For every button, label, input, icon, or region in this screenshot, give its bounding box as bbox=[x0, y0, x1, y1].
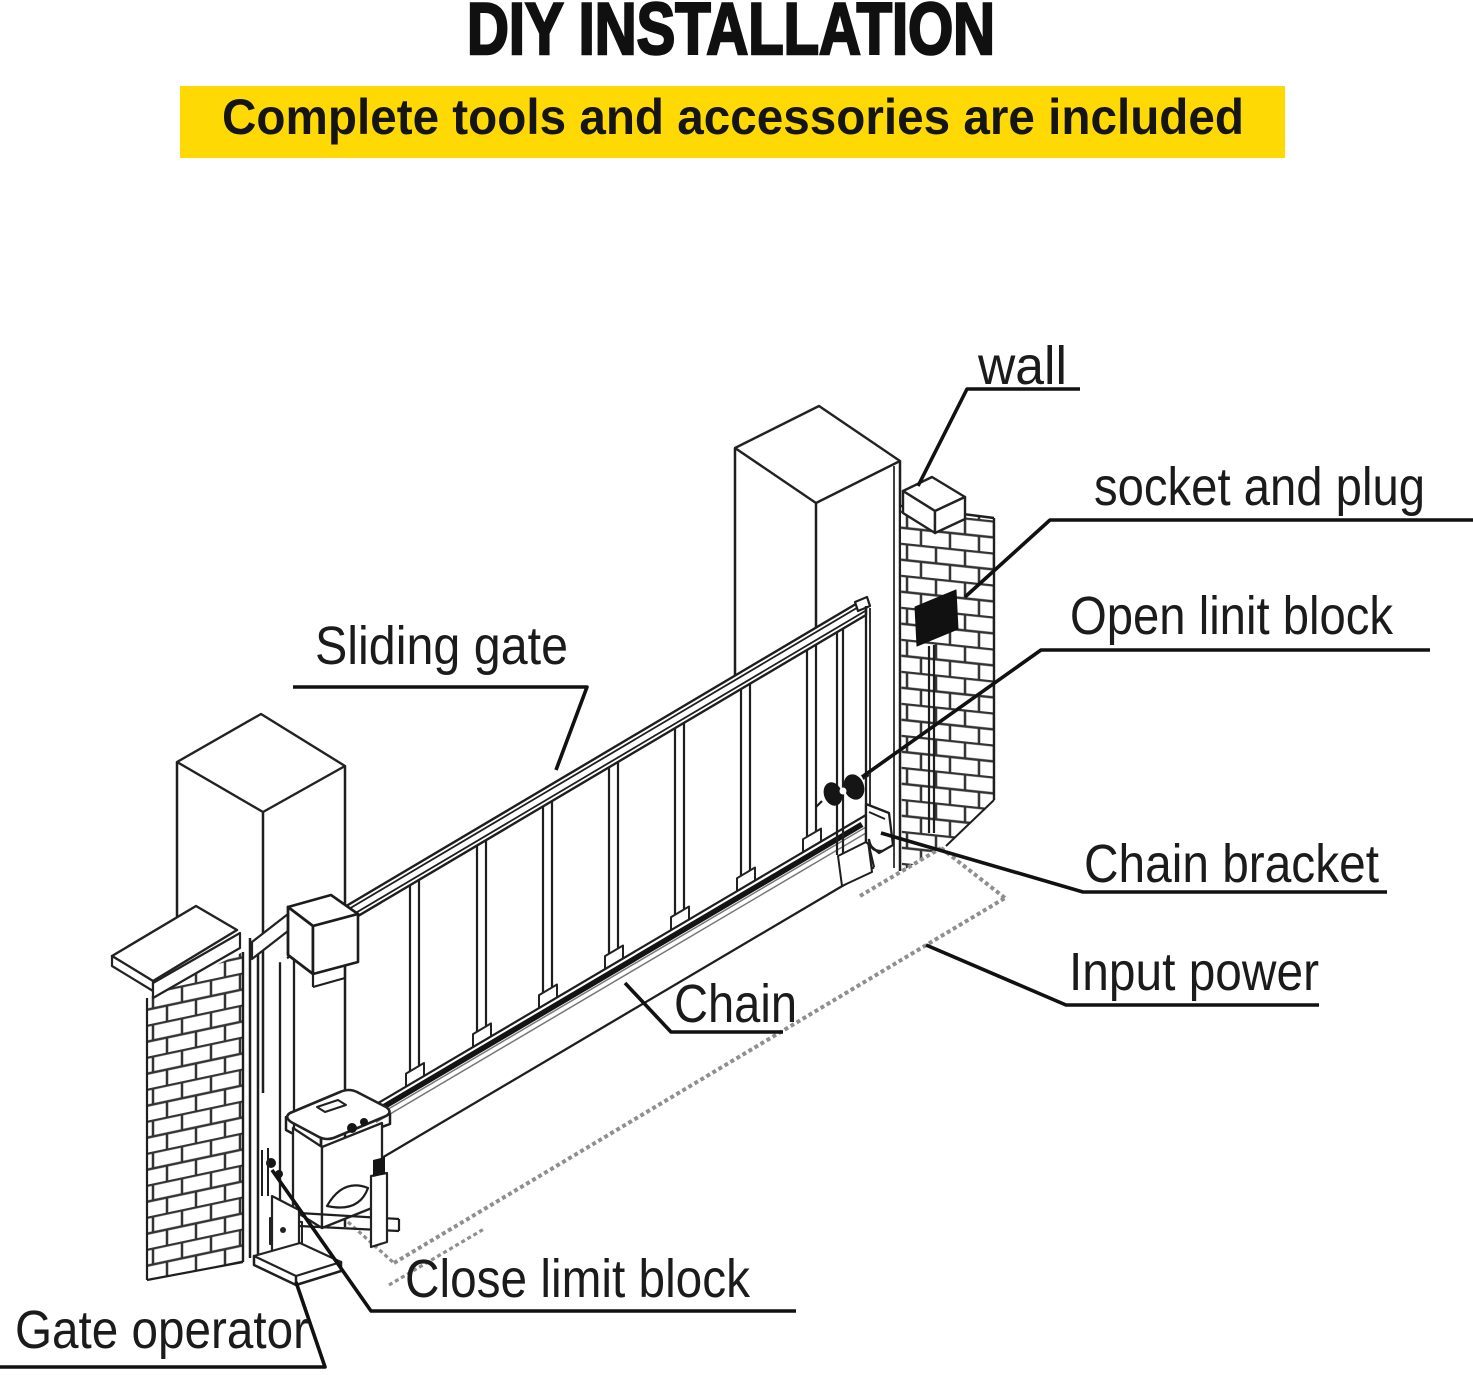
svg-text:Open linit block: Open linit block bbox=[1070, 586, 1394, 646]
svg-text:Chain: Chain bbox=[674, 974, 797, 1034]
svg-text:Sliding gate: Sliding gate bbox=[315, 616, 568, 676]
svg-text:Close limit block: Close limit block bbox=[405, 1249, 751, 1309]
svg-text:Chain bracket: Chain bracket bbox=[1084, 834, 1379, 894]
svg-text:wall: wall bbox=[977, 336, 1067, 396]
svg-text:socket and plug: socket and plug bbox=[1094, 457, 1425, 517]
svg-text:Complete tools and accessories: Complete tools and accessories are inclu… bbox=[222, 89, 1244, 145]
svg-text:DIY INSTALLATION: DIY INSTALLATION bbox=[467, 0, 995, 70]
svg-text:Gate operator: Gate operator bbox=[15, 1300, 309, 1360]
svg-text:Input power: Input power bbox=[1069, 942, 1319, 1002]
